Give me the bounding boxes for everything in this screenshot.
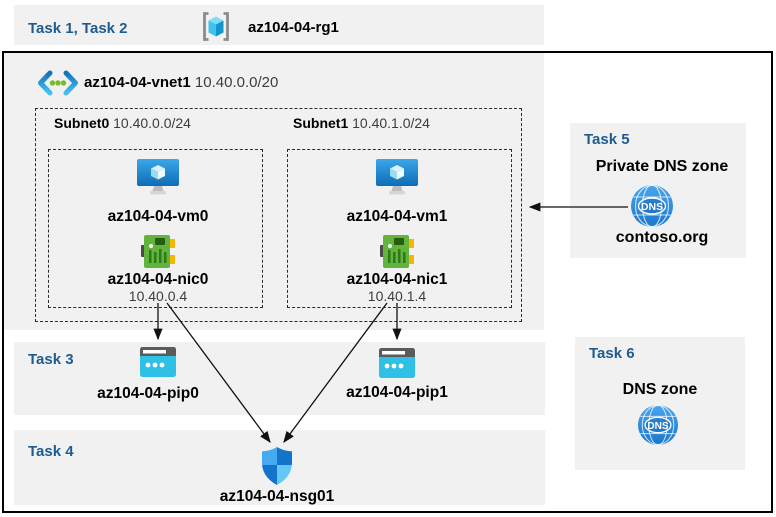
subnet0-name: Subnet0 xyxy=(54,115,110,131)
virtual-network-icon xyxy=(36,70,80,96)
task5-label: Task 5 xyxy=(584,131,630,148)
vnet-title: az104-04-vnet1 10.40.0.0/20 xyxy=(84,74,278,91)
nic1-name: az104-04-nic1 xyxy=(346,271,448,288)
virtual-machine-icon xyxy=(137,159,179,197)
private-dns-zone-title: Private DNS zone xyxy=(595,158,729,175)
dns-globe-icon: DNS xyxy=(630,184,674,228)
dns-icon-text: DNS xyxy=(647,421,668,432)
vm0-name: az104-04-vm0 xyxy=(107,208,209,225)
dns-globe-icon: DNS xyxy=(637,404,679,446)
network-interface-icon xyxy=(141,235,175,268)
task-1-2-label: Task 1, Task 2 xyxy=(28,20,128,37)
pip0-name: az104-04-pip0 xyxy=(97,385,199,402)
subnet1-box xyxy=(287,149,512,308)
vnet-region xyxy=(4,53,544,330)
vm1-name: az104-04-vm1 xyxy=(346,208,448,225)
task4-label: Task 4 xyxy=(28,443,74,460)
subnet1-name: Subnet1 xyxy=(293,115,349,131)
resource-group-band xyxy=(14,5,544,45)
nic1-ip: 10.40.1.4 xyxy=(367,288,427,304)
vnet-name: az104-04-vnet1 xyxy=(84,74,191,91)
subnet0-cidr: 10.40.0.0/24 xyxy=(113,115,191,131)
resource-group-icon xyxy=(201,11,231,42)
subnet0-box xyxy=(48,149,263,308)
private-dns-zone-name: contoso.org xyxy=(615,229,709,246)
public-ip-icon xyxy=(140,347,176,377)
public-ip-icon xyxy=(379,348,415,378)
pip1-name: az104-04-pip1 xyxy=(346,384,448,401)
nsg-name: az104-04-nsg01 xyxy=(219,488,335,505)
subnet1-title: Subnet1 10.40.1.0/24 xyxy=(293,115,430,131)
resource-group-name: az104-04-rg1 xyxy=(248,19,339,36)
task3-band xyxy=(14,342,545,415)
subnet1-cidr: 10.40.1.0/24 xyxy=(352,115,430,131)
dns-zone-title: DNS zone xyxy=(622,381,698,398)
subnets-outer-box xyxy=(35,108,522,322)
environment-border xyxy=(2,51,773,513)
network-security-group-icon xyxy=(262,447,292,485)
subnet0-title: Subnet0 10.40.0.0/24 xyxy=(54,115,191,131)
network-interface-icon xyxy=(380,235,414,268)
task6-label: Task 6 xyxy=(589,345,635,362)
task3-label: Task 3 xyxy=(28,351,74,368)
dns-icon-text: DNS xyxy=(641,201,663,213)
vnet-cidr: 10.40.0.0/20 xyxy=(194,74,279,91)
nic0-ip: 10.40.0.4 xyxy=(128,288,188,304)
nic0-name: az104-04-nic0 xyxy=(107,271,209,288)
virtual-machine-icon xyxy=(376,159,418,197)
task6-box xyxy=(575,337,745,470)
